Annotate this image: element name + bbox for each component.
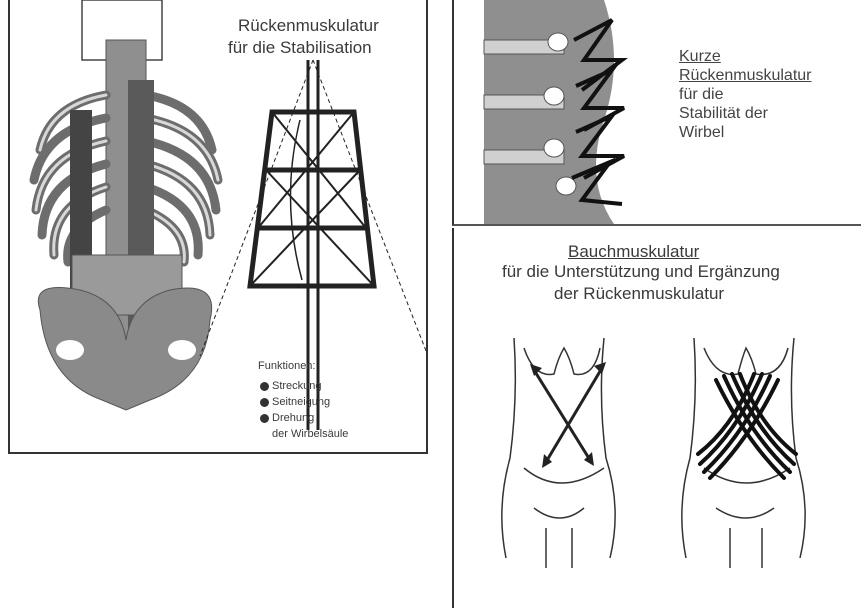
bullet-icon	[260, 382, 269, 391]
hip-socket-right	[168, 340, 196, 360]
vertebra-body-shape	[484, 0, 614, 224]
short-caption-line2: Rückenmuskulatur	[679, 66, 812, 85]
spine-skeleton-illustration	[10, 0, 426, 452]
short-caption-line5: Wirbel	[679, 123, 812, 142]
bullet-icon	[260, 398, 269, 407]
short-caption-line1: Kurze	[679, 47, 812, 66]
panel-abdominal-muscles: Bauchmuskulatur für die Unterstützung un…	[452, 228, 861, 608]
function-item: Seitneigung	[260, 394, 348, 410]
short-caption-line3: für die	[679, 85, 812, 104]
function-item: Streckung	[260, 378, 348, 394]
panel-back-muscles: Rückenmuskulatur für die Stabilisation	[8, 0, 428, 454]
vertebrae-illustration	[454, 0, 654, 224]
oblique-arrows-left	[534, 368, 602, 462]
abdominal-illustrations	[454, 228, 861, 608]
panel-short-back-muscles: Kurze Rückenmuskulatur für die Stabilitä…	[452, 0, 861, 226]
function-item-continuation: der Wirbelsäule	[260, 426, 348, 442]
bullet-icon	[260, 414, 269, 423]
functions-list: Streckung Seitneigung Drehung der Wirbel…	[260, 378, 348, 442]
hip-socket-left	[56, 340, 84, 360]
stabilisation-scaffold	[200, 60, 426, 430]
abdominal-muscle-bands	[698, 374, 796, 478]
function-item: Drehung	[260, 410, 348, 426]
short-muscle-caption: Kurze Rückenmuskulatur für die Stabilitä…	[679, 47, 812, 142]
functions-heading: Funktionen:	[258, 360, 315, 372]
short-caption-line4: Stabilität der	[679, 104, 812, 123]
